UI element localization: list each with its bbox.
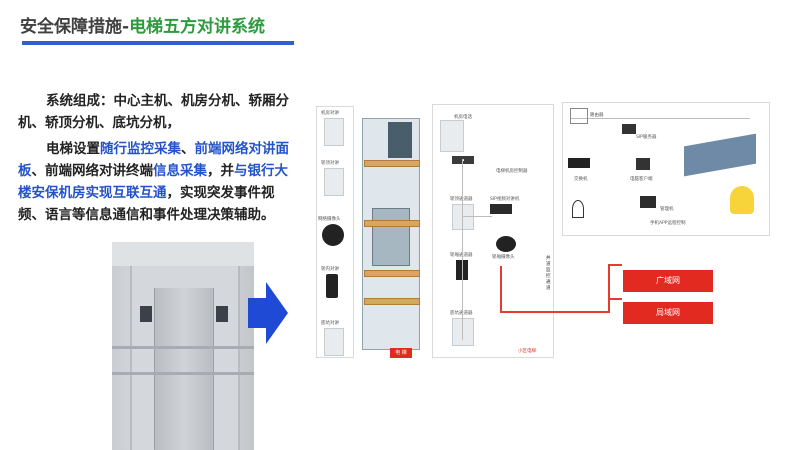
sip-intercom-device [490, 204, 512, 214]
room-phone-device [440, 120, 464, 152]
description-text: 、 [181, 141, 195, 157]
floor-3 [364, 270, 420, 277]
highlight-text: 信息采集 [153, 163, 207, 179]
label-sip-intercom: SIP视频对讲机 [490, 196, 519, 202]
floor-2 [364, 220, 420, 227]
title-main: 安全保障措施- [20, 17, 129, 37]
pit-channel-device [452, 318, 474, 346]
intercom-system-diagram: 机房对讲 轿顶对讲 网络摄像头 轿内对讲 底坑对讲 电 梯 机房电话 ▪ 电梯机… [300, 100, 800, 360]
label-community-elevator: 小区电梯 [518, 348, 536, 354]
elevator-interior-image [112, 242, 254, 450]
label-car-top: 轿顶对讲 [321, 160, 339, 166]
pc-client-icon [636, 158, 650, 170]
system-description-text: 电梯设置随行监控采集、前端网络对讲面板、前端网络对讲终端信息采集，并与银行大楼安… [18, 138, 296, 226]
description-text: 电梯设置 [46, 141, 100, 157]
elevator-panel-right [216, 306, 228, 322]
red-line-2 [500, 311, 610, 313]
label-manager: 管理机 [660, 206, 674, 212]
floor-4 [364, 298, 420, 305]
router-icon [570, 108, 588, 124]
label-pc-client: 电脑客户端 [630, 176, 653, 182]
description-text: ，并 [207, 163, 234, 179]
highlight-text: 随行监控采集 [100, 141, 181, 157]
car-top-device [324, 168, 344, 196]
label-car-camera: 轿厢摄像头 [492, 254, 515, 260]
red-line-3 [608, 264, 610, 312]
middle-connector-h1 [462, 216, 492, 217]
sip-server-icon [622, 124, 636, 134]
label-camera: 网络摄像头 [318, 216, 341, 222]
system-composition-text: 系统组成：中心主机、机房分机、轿厢分机、轿顶分机、底坑分机， [18, 90, 296, 134]
elevator-car [372, 208, 410, 266]
car-top-channel-device [452, 204, 474, 230]
car-intercom-device [326, 274, 338, 298]
wan-label: 广域网 [623, 270, 713, 292]
network-panel [562, 102, 770, 236]
middle-connector-line [462, 160, 463, 340]
description-text: 、前端网络对讲终端 [32, 163, 154, 179]
label-pit: 底坑对讲 [321, 320, 339, 326]
machine-room-phone [324, 118, 344, 146]
title-underline [22, 41, 294, 45]
manager-device-icon [640, 196, 656, 208]
right-arrow-icon [248, 282, 288, 344]
floor-1 [364, 160, 420, 167]
camera-icon [322, 224, 344, 246]
switch-icon [568, 158, 590, 168]
label-sip-server: SIP服务器 [636, 134, 656, 140]
elevator-tag: 电 梯 [390, 348, 412, 358]
elevator-panel-left [140, 306, 152, 322]
traction-machine [388, 122, 412, 158]
label-room-controller: 电梯机房控制器 [496, 168, 528, 174]
label-router: 路由器 [590, 112, 604, 118]
label-machine-room: 机房对讲 [321, 110, 339, 116]
red-line-1 [500, 266, 502, 312]
title-sub: 电梯五方对讲系统 [129, 17, 265, 37]
room-controller: ▪ [452, 156, 474, 164]
car-camera-icon [496, 236, 516, 252]
label-car-intercom: 轿内对讲 [321, 266, 339, 272]
red-line-5 [608, 298, 622, 300]
page-title: 安全保障措施-电梯五方对讲系统 [20, 12, 265, 37]
network-line-top [570, 118, 750, 119]
lan-label: 局域网 [623, 302, 713, 324]
label-switch: 交换机 [574, 176, 588, 182]
red-line-4 [608, 264, 622, 266]
pit-device [324, 328, 344, 356]
shaft-monitor-label: 井道监控通道 [546, 256, 552, 292]
wifi-antenna-icon [572, 200, 584, 218]
worker-image [730, 186, 754, 214]
label-mobile-app: 手机APP远程控制 [650, 220, 686, 226]
